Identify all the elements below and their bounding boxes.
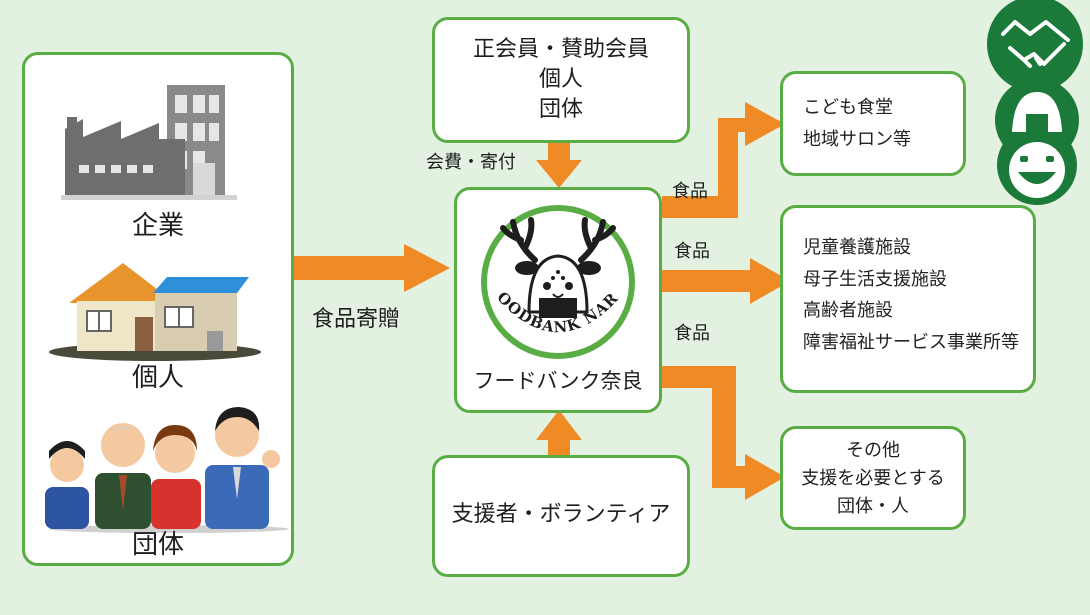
members-line-1: 正会員・賛助会員: [472, 37, 649, 62]
group-label: 団体: [131, 530, 184, 560]
recipient-box-2: 児童養護施設 母子生活支援施設 高齢者施設 障害福祉サービス事業所等: [780, 205, 1036, 393]
recipient-2-item: 高齢者施設: [803, 300, 893, 321]
recipient-2-item: 障害福祉サービス事業所等: [803, 331, 1019, 353]
members-text: 正会員・賛助会員 個人 団体: [435, 35, 687, 125]
volunteer-label: 支援者・ボランティア: [451, 502, 671, 527]
recipient-1-item: 地域サロン等: [803, 129, 911, 151]
foodbank-nara-box: FOODBANK NARA フードバンク奈良: [454, 187, 662, 413]
members-box: 正会員・賛助会員 個人 団体: [432, 17, 690, 143]
factory-icon: [61, 85, 237, 200]
recipient-box-1: こども食堂 地域サロン等: [780, 71, 966, 176]
donation-label: 食品寄贈: [312, 307, 401, 332]
food-arrow-2: [662, 258, 790, 304]
volunteer-box: 支援者・ボランティア: [432, 455, 690, 577]
food-label-1: 食品: [672, 181, 708, 202]
house-icon: [49, 263, 261, 361]
onigiri-icon: [1012, 92, 1062, 134]
recipient-list-2: 児童養護施設 母子生活支援施設 高齢者施設 障害福祉サービス事業所等: [803, 232, 1019, 358]
recipient-1-item: こども食堂: [803, 97, 893, 118]
members-line-2: 個人: [538, 67, 583, 92]
donor-illustrations: [45, 85, 289, 533]
smile-icon: [1009, 142, 1065, 198]
recipient-3-item: 団体・人: [837, 496, 909, 517]
center-name: フードバンク奈良: [473, 369, 643, 393]
volunteer-arrow: [536, 410, 582, 458]
donation-arrow: [290, 244, 450, 292]
members-line-3: 団体: [538, 97, 583, 122]
handshake-icon: [1001, 20, 1070, 68]
recipient-2-item: 母子生活支援施設: [803, 268, 947, 290]
food-label-3: 食品: [674, 323, 710, 344]
recipient-list-3: その他 支援を必要とする 団体・人: [783, 437, 963, 521]
deer-onigiri-logo: FOODBANK NARA: [457, 194, 635, 359]
individual-label: 個人: [131, 363, 184, 393]
corner-badges: [987, 0, 1083, 205]
food-arrow-1: [662, 102, 785, 218]
fees-arrow: [536, 141, 582, 188]
recipient-2-item: 児童養護施設: [803, 237, 911, 258]
company-label: 企業: [131, 211, 184, 241]
recipient-box-3: その他 支援を必要とする 団体・人: [780, 426, 966, 530]
fees-label: 会費・寄付: [426, 152, 516, 173]
recipient-list-1: こども食堂 地域サロン等: [803, 92, 911, 157]
recipient-3-item: その他: [846, 440, 900, 461]
donors-panel: 企業 個人 団体: [22, 52, 294, 566]
recipient-3-item: 支援を必要とする: [801, 468, 945, 489]
food-label-2: 食品: [674, 241, 710, 262]
people-icon: [45, 407, 289, 533]
food-arrow-3: [662, 366, 785, 500]
